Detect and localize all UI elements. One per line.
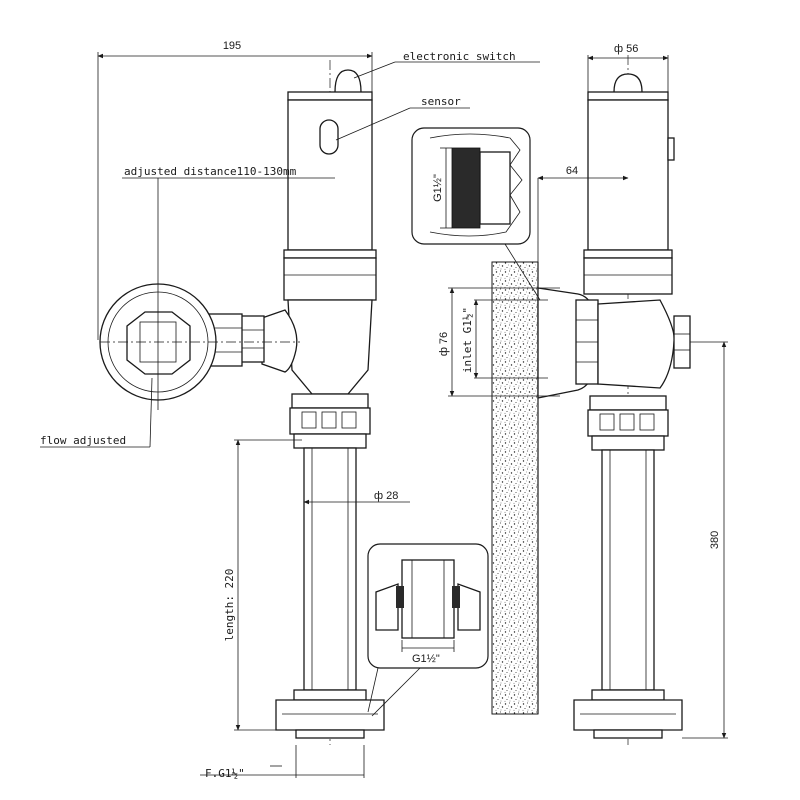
width-label: 195 <box>223 40 241 52</box>
offset-label: 64 <box>566 165 578 177</box>
electronic-switch-label: electronic switch <box>403 50 516 63</box>
wall-section <box>491 261 539 715</box>
sensor-label: sensor <box>421 95 461 108</box>
inset-thread-top <box>411 127 541 301</box>
adjusted-distance-label: adjusted distance110-130mm <box>124 165 297 178</box>
flow-adjusted-label: flow adjusted <box>40 434 126 447</box>
inlet-label: inlet G1½" <box>461 307 474 373</box>
height-label: 380 <box>709 531 721 549</box>
dia-top-label: ф 56 <box>614 43 638 55</box>
dia-body-label: ф 76 <box>438 332 450 356</box>
outlet-label: F.G1½" <box>205 767 245 780</box>
thread-bottom-label: G1½" <box>412 653 440 665</box>
length-label: length: 220 <box>223 569 236 642</box>
dia-pipe-label: ф 28 <box>374 490 398 502</box>
side-view <box>537 55 691 745</box>
front-view <box>99 60 385 745</box>
thread-top-label: G1½" <box>432 174 444 202</box>
inset-thread-bottom <box>367 543 489 717</box>
labels: 195 electronic switch sensor adjusted di… <box>40 40 721 780</box>
dimensions <box>40 52 728 778</box>
